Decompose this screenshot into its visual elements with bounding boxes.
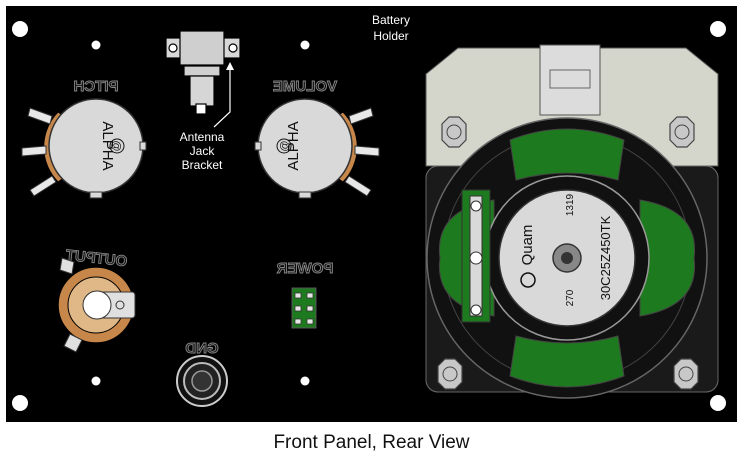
volume-pot: ALPHA @ bbox=[254, 98, 380, 199]
antenna-jack-label: Antenna bbox=[180, 130, 225, 144]
volume-pot-brand: ALPHA bbox=[285, 121, 302, 170]
pitch-pot: ALPHA @ bbox=[21, 98, 147, 199]
antenna-pointer-line bbox=[213, 66, 231, 128]
mounting-holes bbox=[12, 21, 726, 411]
speaker-terminal-strip bbox=[461, 189, 491, 323]
power-switch bbox=[291, 287, 317, 329]
pitch-pot-brand: ALPHA bbox=[99, 121, 116, 170]
volume-label: VOLUME bbox=[273, 78, 337, 95]
speaker-code1: 1319 bbox=[565, 193, 576, 216]
figure-caption: Front Panel, Rear View bbox=[273, 432, 470, 453]
speaker: Quam 30C25Z450TK 1319 270 bbox=[426, 117, 708, 399]
output-jack bbox=[57, 257, 136, 353]
antenna-jack-bracket bbox=[165, 30, 241, 115]
pitch-pot-symbol: @ bbox=[110, 140, 122, 151]
pitch-label: PITCH bbox=[74, 78, 119, 95]
antenna-jack-label-3: Bracket bbox=[182, 158, 223, 172]
antenna-pointer-arrow bbox=[226, 62, 234, 70]
battery-holder-label-2: Holder bbox=[373, 29, 408, 43]
gnd-label: GND bbox=[185, 340, 219, 357]
speaker-brand: Quam bbox=[519, 225, 536, 266]
speaker-code2: 270 bbox=[565, 289, 576, 306]
speaker-part-number: 30C25Z450TK bbox=[598, 215, 613, 300]
antenna-jack-label-2: Jack bbox=[190, 144, 216, 158]
battery-holder-label: Battery bbox=[372, 13, 410, 27]
hex-nuts bbox=[437, 116, 699, 390]
gnd-binding-post bbox=[176, 355, 228, 407]
volume-pot-symbol: @ bbox=[279, 140, 291, 151]
power-label: POWER bbox=[277, 260, 334, 277]
